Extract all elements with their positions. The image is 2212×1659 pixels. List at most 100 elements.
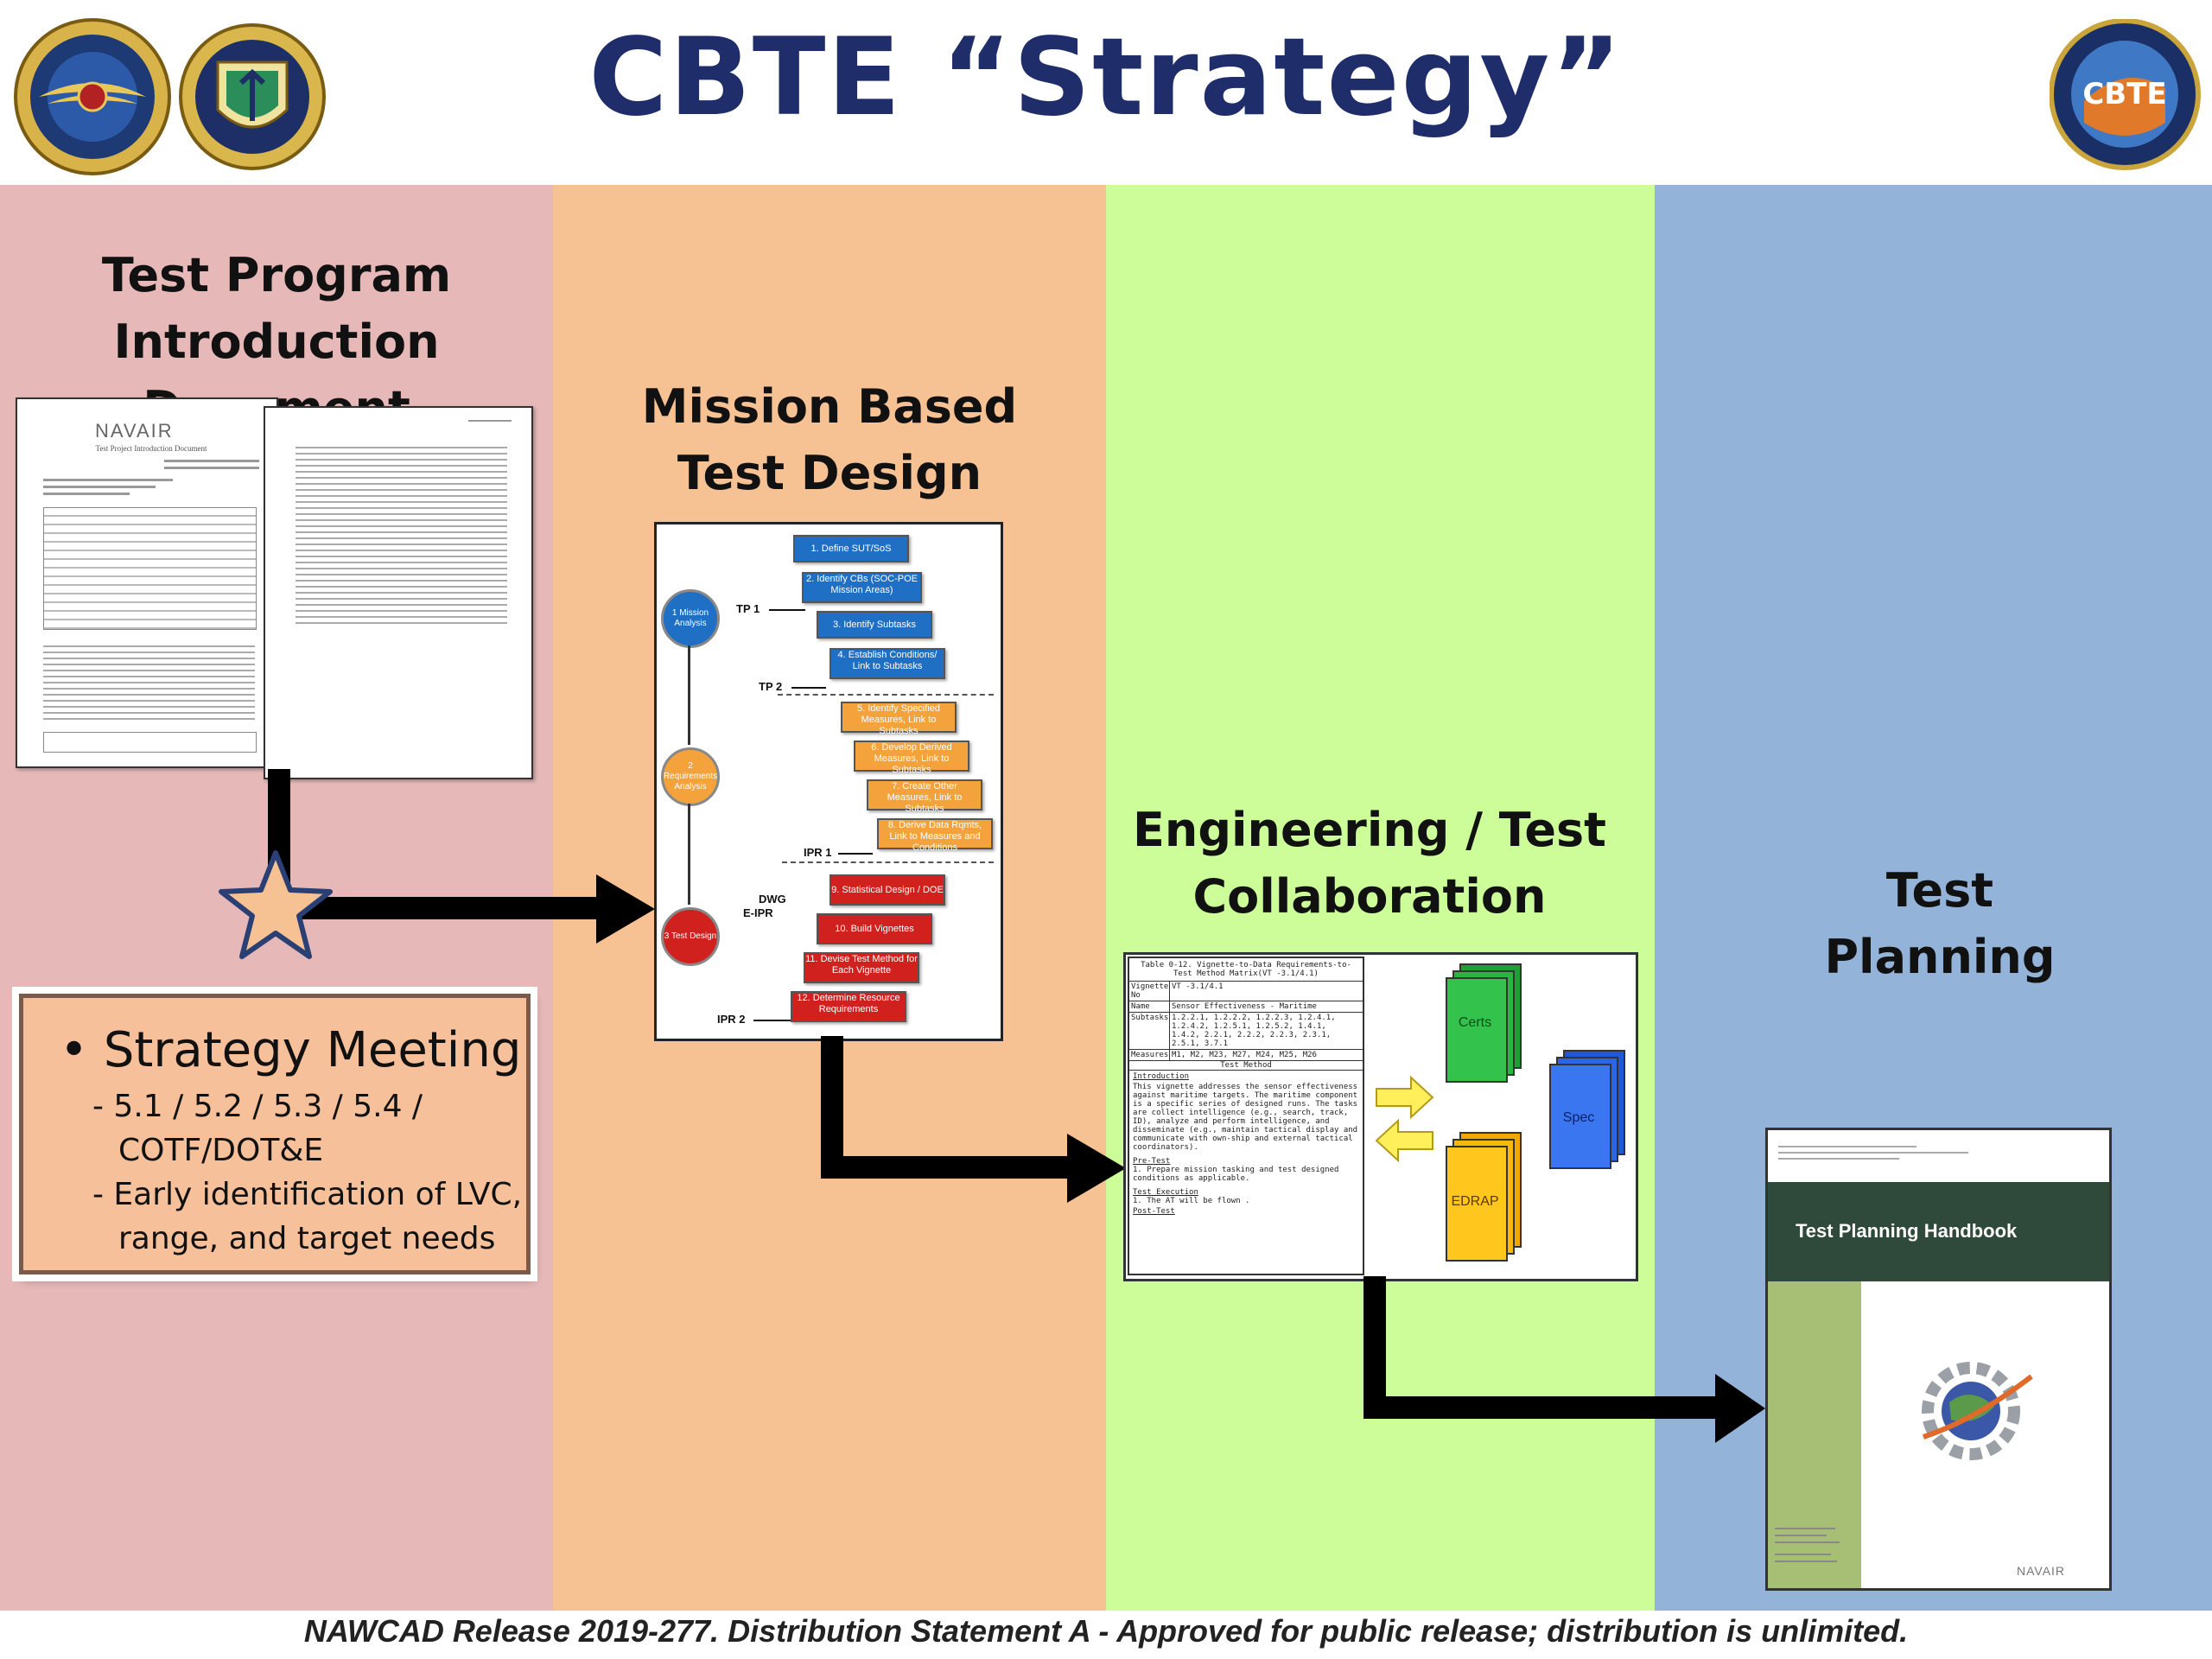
ipr2-label: IPR 2	[717, 1013, 746, 1026]
doc-line	[1778, 1146, 1916, 1147]
flow-connector	[688, 645, 690, 745]
strategy-sub2-line1: - Early identification of LVC,	[92, 1177, 523, 1212]
connector-horizontal-1	[290, 897, 610, 919]
page-title: CBTE “Strategy”	[588, 16, 1624, 140]
exec-text: 1. The AT will be flown .	[1133, 1197, 1250, 1205]
divider-ipr1	[782, 861, 994, 863]
circle-requirements-analysis: 2 Requirements Analysis	[661, 747, 720, 806]
stack-card	[1446, 977, 1508, 1083]
connector-vertical-2	[821, 1036, 843, 1179]
vignette-row-label: Measures	[1131, 1050, 1170, 1060]
doc-line	[1775, 1541, 1840, 1543]
step-1: 1. Define SUT/SoS	[793, 535, 909, 563]
operational-test-force-seal-icon	[179, 23, 326, 170]
cbte-logo-icon: CBTE	[2050, 19, 2201, 170]
arrow-right-icon	[1067, 1134, 1126, 1203]
circle-mission-analysis: 1 Mission Analysis	[661, 589, 720, 648]
doc-footer-table	[43, 732, 257, 753]
vignette-row-label: Vignette No	[1131, 982, 1170, 1001]
pretest-text: 1. Prepare mission tasking and test desi…	[1133, 1166, 1339, 1183]
tp1-label: TP 1	[736, 602, 760, 615]
strategy-sub1-line1: - 5.1 / 5.2 / 5.3 / 5.4 /	[92, 1089, 423, 1124]
edrap-label: EDRAP	[1451, 1194, 1499, 1209]
ipr1-label: IPR 1	[804, 846, 832, 859]
doc-text-block	[43, 641, 255, 723]
doc-table	[43, 507, 257, 630]
arrow-right-icon	[596, 874, 655, 944]
strategy-sub2-line2: range, and target needs	[118, 1221, 496, 1256]
label-engineering: Engineering / Test Collaboration	[1106, 797, 1633, 930]
strategy-meeting-box: • Strategy Meeting - 5.1 / 5.2 / 5.3 / 5…	[19, 994, 531, 1274]
doc-line	[43, 479, 173, 481]
mission-test-design-diagram: 1 Mission Analysis 2 Requirements Analys…	[654, 522, 1003, 1041]
vignette-row-value: M1, M2, M23, M27, M24, M25, M26	[1172, 1051, 1317, 1059]
footer-distribution-statement: NAWCAD Release 2019-277. Distribution St…	[0, 1611, 2212, 1659]
label-test-program-line1: Test Program	[101, 248, 452, 302]
flow-pointer	[769, 609, 805, 611]
stack-card	[1446, 1146, 1508, 1262]
doc-line	[1775, 1560, 1837, 1562]
doc-line	[1775, 1535, 1827, 1536]
vignette-row-label: Subtasks	[1129, 1013, 1170, 1049]
gear-globe-logo-icon	[1922, 1362, 2033, 1460]
intro-label: Introduction	[1133, 1072, 1190, 1081]
vignette-row: Measures M1, M2, M23, M27, M24, M25, M26	[1129, 1050, 1363, 1061]
test-planning-handbook: Test Planning Handbook NAVAIR	[1765, 1128, 2112, 1591]
tpid-doc-title: Test Project Introduction Document	[95, 444, 207, 453]
flow-pointer	[753, 1020, 792, 1021]
connector-horizontal-3	[1363, 1396, 1735, 1419]
tp2-label: TP 2	[759, 680, 783, 693]
pretest-label: Pre-Test	[1133, 1157, 1171, 1166]
tpid-document-page1: NAVAIR Test Project Introduction Documen…	[16, 397, 278, 768]
doc-line	[164, 460, 259, 462]
tpid-navair-logo: NAVAIR	[95, 420, 174, 442]
exec-label: Test Execution	[1133, 1188, 1198, 1197]
doc-text-block	[296, 442, 507, 628]
step-4: 4. Establish Conditions/ Link to Subtask…	[830, 648, 945, 679]
test-method-header: Test Method	[1129, 1061, 1363, 1071]
handbook-title: Test Planning Handbook	[1796, 1220, 2018, 1242]
spec-label: Spec	[1562, 1110, 1595, 1125]
doc-line	[1775, 1554, 1831, 1555]
handbook-navair-logo: NAVAIR	[2017, 1564, 2066, 1578]
strategy-main-text: Strategy Meeting	[103, 1022, 522, 1078]
naval-air-systems-command-seal-icon	[14, 18, 171, 175]
flow-connector	[688, 804, 690, 905]
tpid-document-page2	[264, 406, 533, 779]
handbook-side-band	[1768, 1281, 1861, 1588]
vignette-row-value: VT -3.1/4.1	[1172, 982, 1224, 991]
label-test-planning-line2: Planning	[1824, 930, 2056, 984]
step-11: 11. Devise Test Method for Each Vignette	[804, 952, 919, 983]
label-mission-design: Mission Based Test Design	[553, 373, 1106, 506]
flow-pointer	[791, 687, 826, 689]
eipr-label: E-IPR	[743, 906, 773, 919]
doc-line	[468, 420, 512, 422]
stack-card	[1549, 1064, 1611, 1169]
vignette-row-value: 1.2.2.1, 1.2.2.2, 1.2.2.3, 1.2.4.1, 1.2.…	[1172, 1014, 1336, 1048]
dwg-label: DWG	[759, 893, 786, 906]
step-10: 10. Build Vignettes	[817, 913, 932, 944]
post-label: Post-Test	[1133, 1207, 1175, 1216]
vignette-row: Vignette No VT -3.1/4.1	[1129, 982, 1363, 1001]
doc-line	[43, 486, 156, 488]
strategy-sub1-line2: COTF/DOT&E	[118, 1133, 324, 1168]
doc-line	[1778, 1158, 1899, 1160]
step-6: 6. Develop Derived Measures, Link to Sub…	[854, 741, 969, 775]
label-engineering-line2: Collaboration	[1192, 869, 1547, 924]
strategy-sub1: - 5.1 / 5.2 / 5.3 / 5.4 / COTF/DOT&E	[92, 1084, 423, 1173]
step-3: 3. Identify Subtasks	[817, 611, 932, 639]
doc-line	[1778, 1152, 1968, 1154]
label-mission-design-line1: Mission Based	[641, 379, 1018, 434]
vignette-row-label: Name	[1129, 1001, 1170, 1012]
certs-label: Certs	[1458, 1015, 1492, 1030]
step-9: 9. Statistical Design / DOE	[830, 874, 945, 906]
header-bar	[0, 0, 2212, 185]
label-engineering-line1: Engineering / Test	[1133, 803, 1606, 857]
step-8: 8. Derive Data Rqmts, Link to Measures a…	[877, 818, 993, 853]
label-mission-design-line2: Test Design	[677, 446, 982, 500]
strategy-sub2: - Early identification of LVC, range, an…	[92, 1173, 522, 1261]
doc-line	[43, 493, 130, 495]
divider-tp2	[778, 694, 994, 696]
circle-test-design: 3 Test Design	[661, 907, 720, 966]
vignette-row: Name Sensor Effectiveness - Maritime	[1129, 1001, 1363, 1013]
